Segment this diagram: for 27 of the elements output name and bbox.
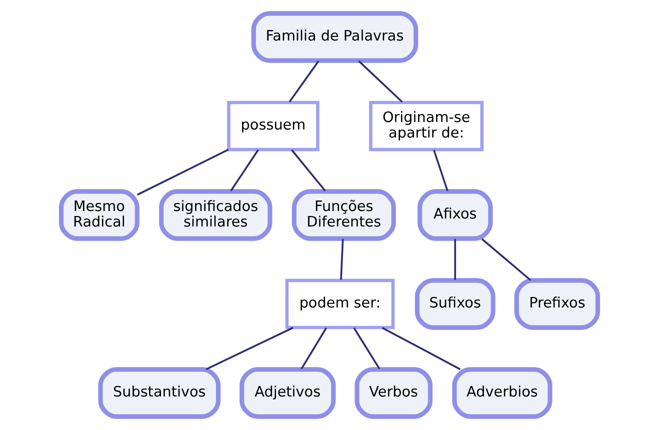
node-box: Afixos <box>417 189 492 241</box>
connector <box>480 238 531 281</box>
node-box: Familia de Palavras <box>250 11 418 63</box>
connector <box>340 238 344 280</box>
connector <box>358 60 402 103</box>
connector <box>290 149 326 192</box>
connector <box>454 239 456 280</box>
node-box: Sufixos <box>414 278 495 330</box>
connector <box>381 326 460 370</box>
node-box: Prefixos <box>514 278 600 330</box>
node-box: Substantivos <box>98 367 220 419</box>
node-box: Mesmo Radical <box>58 189 139 241</box>
node-box: Originam-se apartir de: <box>368 100 484 152</box>
connector <box>352 328 380 370</box>
node-box: podem ser: <box>284 278 394 330</box>
node-box: Funções Diferentes <box>291 189 396 241</box>
connector <box>300 328 326 370</box>
node-box: possuem <box>226 100 319 152</box>
connector <box>432 150 448 192</box>
connector <box>205 326 293 370</box>
connector <box>230 150 258 192</box>
node-box: Adverbios <box>452 367 552 419</box>
node-box: Verbos <box>354 367 432 419</box>
node-box: Adjetivos <box>239 367 336 419</box>
connector <box>136 148 228 196</box>
connector <box>288 60 319 102</box>
node-box: significados similares <box>158 189 272 241</box>
